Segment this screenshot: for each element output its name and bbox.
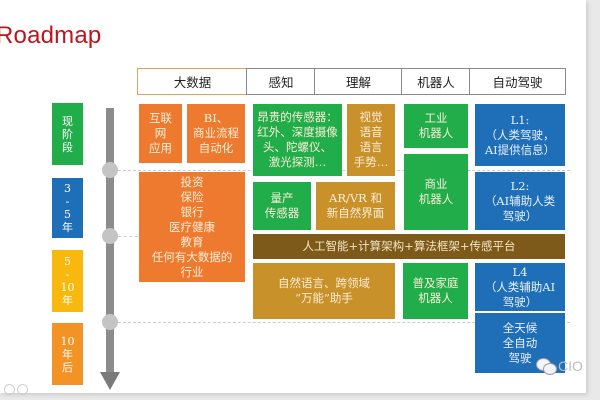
slide: Roadmap 大数据 感知 理解 机器人 自动驾驶 现 阶 段 3 - 5 年…	[0, 0, 586, 395]
cell-commercial-robot: 商业 机器人	[404, 154, 468, 230]
timeline-marker	[102, 228, 118, 244]
cell-bi-automation: BI、 商业流程 自动化	[187, 104, 245, 163]
cell-expensive-sensors: 昂贵的传感器： 红外、深度摄像 头、陀螺仪、 激光探测…	[253, 104, 342, 176]
divider-line	[118, 236, 138, 237]
watermark-text: CIO	[558, 358, 583, 374]
wechat-icon	[536, 358, 557, 375]
zoom-controls[interactable]	[4, 384, 28, 395]
timeline-marker	[102, 314, 118, 330]
zoom-out-icon[interactable]	[17, 384, 28, 395]
cell-internet-apps: 互联 网 应用	[139, 104, 182, 163]
cell-industrial-robot: 工业 机器人	[404, 104, 468, 148]
zoom-in-icon[interactable]	[4, 384, 15, 395]
arrow-down-icon	[100, 372, 120, 390]
stage-label-5-10-years: 5 - 10 年	[52, 250, 83, 312]
stage-label-10-years-later: 10 年 后	[52, 323, 83, 385]
cell-l1: L1: （人类驾驶， AI提供信息）	[475, 104, 565, 166]
column-header-perception: 感知	[246, 68, 316, 95]
cell-ar-vr: AR/VR 和 新自然界面	[316, 182, 395, 230]
watermark: CIO	[536, 358, 583, 375]
column-header-robotics: 机器人	[401, 68, 471, 95]
cell-nl-assistant: 自然语言、跨领域 “万能”助手	[253, 263, 395, 319]
cell-l2: L2: （AI辅助人类 驾驶）	[475, 172, 565, 230]
column-header-understanding: 理解	[314, 68, 403, 95]
cell-vision-voice: 视觉 语音 语言 手势…	[347, 104, 395, 176]
column-header-autonomous-driving: 自动驾驶	[469, 68, 566, 95]
cell-big-data-industries: 投资 保险 银行 医疗健康 教育 任何有大数据的 行业	[139, 172, 245, 282]
page-title: Roadmap	[0, 22, 102, 49]
cell-ai-platform: 人工智能+计算架构+算法框架+传感平台	[253, 234, 565, 259]
cell-mass-sensors: 量产 传感器	[253, 182, 311, 230]
timeline-marker	[102, 162, 118, 178]
cell-home-robot: 普及家庭 机器人	[403, 263, 468, 319]
divider-line	[118, 322, 570, 323]
stage-label-current: 现 阶 段	[52, 103, 83, 165]
divider-line	[118, 170, 570, 171]
cell-full-autonomy: 全天候 全自动 驾驶	[475, 313, 565, 373]
cell-l4: L4 （人类辅助AI 驾驶）	[475, 263, 565, 311]
stage-label-3-5-years: 3 - 5 年	[52, 178, 83, 238]
column-header-big-data: 大数据	[137, 68, 248, 95]
